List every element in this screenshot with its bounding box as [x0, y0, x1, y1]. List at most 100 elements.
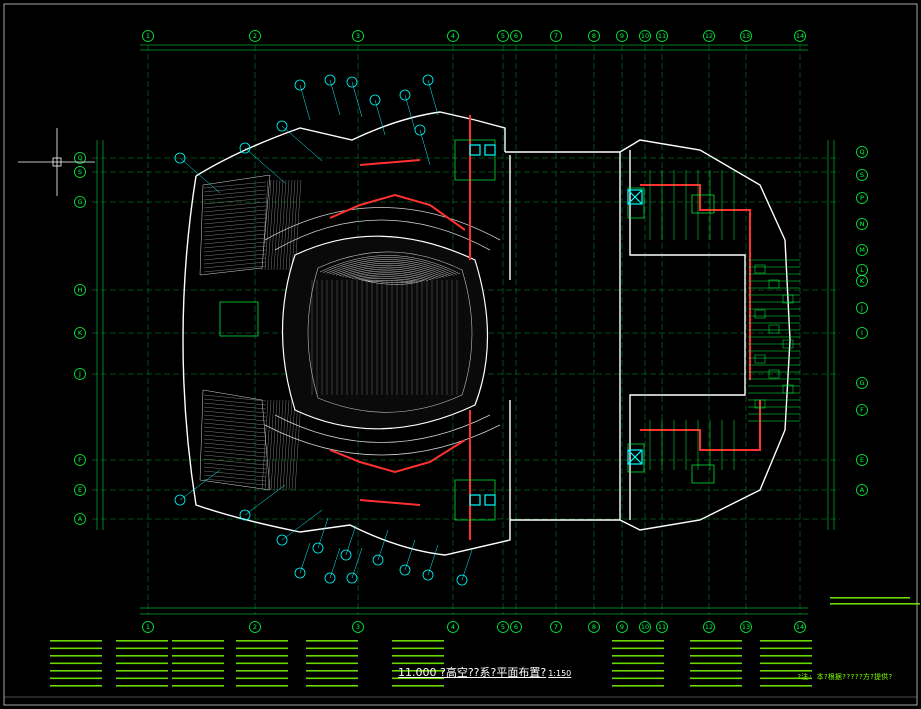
grid-bubble-left-S: S: [74, 166, 86, 178]
callout-marker: [239, 484, 286, 521]
seating-rows-left: [199, 174, 271, 491]
auditorium-seat-rows: [311, 255, 461, 395]
svg-text:11: 11: [658, 623, 666, 631]
callout-marker: [312, 517, 329, 554]
grid-bubble-top-4: 4: [447, 30, 459, 42]
grid-bubble-left-A: A: [74, 513, 86, 525]
svg-text:K: K: [78, 329, 83, 337]
grid-bubble-bottom-7: 7: [550, 621, 562, 633]
svg-text:10: 10: [641, 623, 649, 631]
grid-bubble-right-E: E: [856, 454, 868, 466]
callout-marker: [174, 469, 221, 506]
grid-bubble-top-11: 11: [656, 30, 668, 42]
grid-bubble-right-J: J: [856, 302, 868, 314]
grid-bubble-bottom-9: 9: [616, 621, 628, 633]
dimension-lines: [96, 44, 835, 615]
callout-marker: [276, 509, 323, 546]
grid-bubble-top-7: 7: [550, 30, 562, 42]
grid-bubble-top-12: 12: [703, 30, 715, 42]
callout-marker: [422, 544, 439, 581]
svg-text:1: 1: [146, 32, 150, 40]
svg-text:14: 14: [796, 32, 804, 40]
shaft-symbols: [469, 144, 643, 506]
drawing-frame: [3, 3, 918, 706]
svg-text:N: N: [860, 220, 865, 228]
equipment-outlines: [219, 139, 715, 521]
svg-text:3: 3: [356, 623, 360, 631]
callout-marker: [276, 120, 323, 162]
grid-bubble-top-8: 8: [588, 30, 600, 42]
svg-text:11: 11: [658, 32, 666, 40]
svg-text:G: G: [77, 198, 82, 206]
grid-bubble-top-3: 3: [352, 30, 364, 42]
svg-text:K: K: [860, 277, 865, 285]
callout-marker: [369, 94, 386, 136]
grid-bubble-top-1: 1: [142, 30, 154, 42]
svg-text:H: H: [78, 286, 83, 294]
grid-bubble-right-N: N: [856, 218, 868, 230]
svg-text:S: S: [78, 168, 82, 176]
svg-text:9: 9: [620, 623, 624, 631]
hvac-ducts: [329, 115, 761, 540]
svg-text:7: 7: [554, 623, 558, 631]
callout-marker: [324, 74, 341, 116]
drawing-title-text: 11.000 ?高空??系?平面布置?: [398, 666, 547, 679]
grid-bubble-left-J: J: [74, 368, 86, 380]
svg-text:7: 7: [554, 32, 558, 40]
grid-bubble-top-13: 13: [740, 30, 752, 42]
callout-marker: [340, 524, 357, 561]
grid-bubble-right-S: S: [856, 169, 868, 181]
callout-marker: [346, 547, 363, 584]
svg-text:12: 12: [705, 32, 713, 40]
callout-marker: [239, 142, 286, 184]
drawing-scale: 1:150: [548, 669, 572, 678]
grid-bubble-right-M: M: [856, 244, 868, 256]
grid-bubble-top-2: 2: [249, 30, 261, 42]
grid-bubble-left-G: G: [74, 196, 86, 208]
svg-text:8: 8: [592, 623, 596, 631]
cad-crosshair-cursor[interactable]: [18, 128, 95, 196]
grid-bubbles: 11223344556677889910101111121213131414QS…: [74, 30, 868, 633]
svg-text:I: I: [861, 329, 863, 337]
section-callouts: [174, 74, 473, 586]
grid-bubble-right-P: P: [856, 192, 868, 204]
svg-text:J: J: [860, 304, 863, 312]
grid-bubble-bottom-8: 8: [588, 621, 600, 633]
svg-text:E: E: [78, 486, 82, 494]
callout-marker: [422, 74, 439, 116]
grid-bubble-top-5: 5: [497, 30, 509, 42]
grid-bubble-top-9: 9: [616, 30, 628, 42]
svg-text:P: P: [860, 194, 864, 202]
svg-text:3: 3: [356, 32, 360, 40]
callout-marker: [324, 547, 341, 584]
grid-bubble-bottom-10: 10: [639, 621, 651, 633]
grid-bubble-bottom-5: 5: [497, 621, 509, 633]
grid-bubble-top-10: 10: [639, 30, 651, 42]
svg-text:J: J: [78, 370, 81, 378]
svg-text:13: 13: [742, 623, 750, 631]
svg-text:Q: Q: [859, 148, 864, 156]
callout-marker: [294, 542, 311, 579]
callout-marker: [399, 539, 416, 576]
building-outline: [182, 111, 791, 556]
svg-text:6: 6: [514, 32, 518, 40]
grid-bubble-bottom-6: 6: [510, 621, 522, 633]
callout-marker: [414, 124, 431, 166]
callout-marker: [174, 152, 221, 194]
callout-marker: [456, 549, 473, 586]
grid-bubble-right-I: I: [856, 327, 868, 339]
grid-bubble-bottom-2: 2: [249, 621, 261, 633]
svg-text:A: A: [78, 515, 83, 523]
svg-text:1: 1: [146, 623, 150, 631]
svg-text:5: 5: [501, 623, 505, 631]
grid-bubble-top-14: 14: [794, 30, 806, 42]
svg-text:2: 2: [253, 623, 257, 631]
grid-bubble-bottom-4: 4: [447, 621, 459, 633]
svg-text:13: 13: [742, 32, 750, 40]
svg-text:9: 9: [620, 32, 624, 40]
grid-bubble-bottom-3: 3: [352, 621, 364, 633]
svg-text:2: 2: [253, 32, 257, 40]
grid-bubble-left-E: E: [74, 484, 86, 496]
auditorium-bowl: [281, 235, 489, 430]
notes-block: [50, 597, 920, 687]
